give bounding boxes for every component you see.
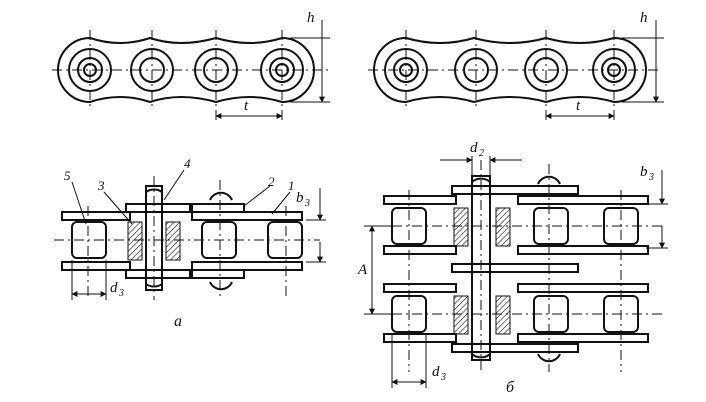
h-label-left: h	[307, 10, 315, 26]
h-label-right: h	[640, 10, 648, 26]
b3-label-right: b 3	[640, 164, 654, 183]
side-view-single-row	[52, 20, 330, 124]
svg-text:3: 3	[440, 372, 446, 383]
svg-text:b: b	[640, 164, 648, 180]
caption-a: а	[174, 313, 182, 330]
t-label-right: t	[576, 98, 581, 114]
svg-text:d: d	[470, 140, 478, 156]
a-dimension-label: A	[357, 262, 368, 278]
part-number-5: 5	[64, 168, 71, 183]
svg-text:3: 3	[118, 288, 124, 299]
d3-label-left: d 3	[110, 280, 124, 299]
d2-label: d 2	[470, 140, 484, 159]
part-number-2: 2	[268, 174, 275, 189]
svg-text:d: d	[110, 280, 118, 296]
svg-text:b: b	[296, 190, 304, 206]
b3-label-left: b 3	[296, 190, 310, 209]
svg-text:d: d	[432, 364, 440, 380]
part-number-3: 3	[97, 178, 105, 193]
svg-text:3: 3	[304, 198, 310, 209]
plan-view-double-row	[364, 156, 668, 388]
side-view-double-row	[368, 20, 664, 124]
d3-label-right: d 3	[432, 364, 446, 383]
part-number-4: 4	[184, 156, 191, 171]
svg-text:2: 2	[479, 148, 484, 159]
svg-text:3: 3	[648, 172, 654, 183]
t-label-left: t	[244, 98, 249, 114]
caption-b: б	[506, 379, 515, 396]
plan-view-single-row	[54, 169, 326, 300]
part-number-1: 1	[288, 178, 295, 193]
